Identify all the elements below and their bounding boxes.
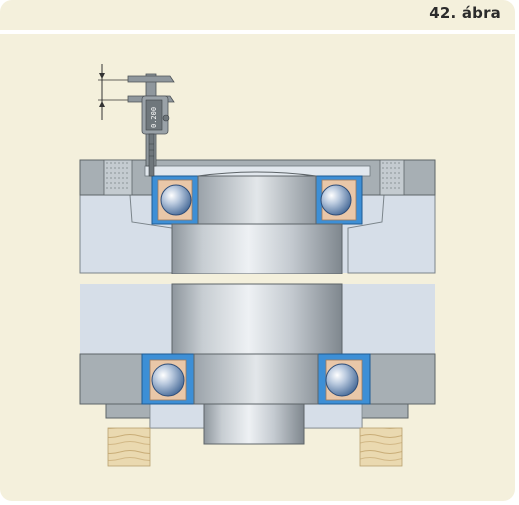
wood-block-right — [359, 427, 403, 467]
break-gap — [80, 274, 435, 284]
shaft-middle — [171, 283, 343, 355]
figure-label: 42. ábra — [429, 4, 501, 22]
shaft-lower-end — [203, 403, 305, 445]
bolt-left — [103, 159, 133, 196]
ball-lower-right — [325, 363, 359, 397]
caliper-readout: 0.200 — [150, 107, 158, 128]
depth-caliper: 0.200 — [98, 64, 175, 177]
upper-housing — [79, 159, 436, 275]
wood-block-left — [107, 427, 151, 467]
lower-housing — [79, 353, 436, 445]
ball-lower-left — [151, 363, 185, 397]
ball-upper-left — [160, 184, 192, 216]
middle-housing — [80, 283, 435, 355]
ball-upper-right — [320, 184, 352, 216]
header-divider — [0, 30, 515, 34]
bolt-right — [379, 159, 405, 196]
shaft-upper — [171, 223, 343, 275]
